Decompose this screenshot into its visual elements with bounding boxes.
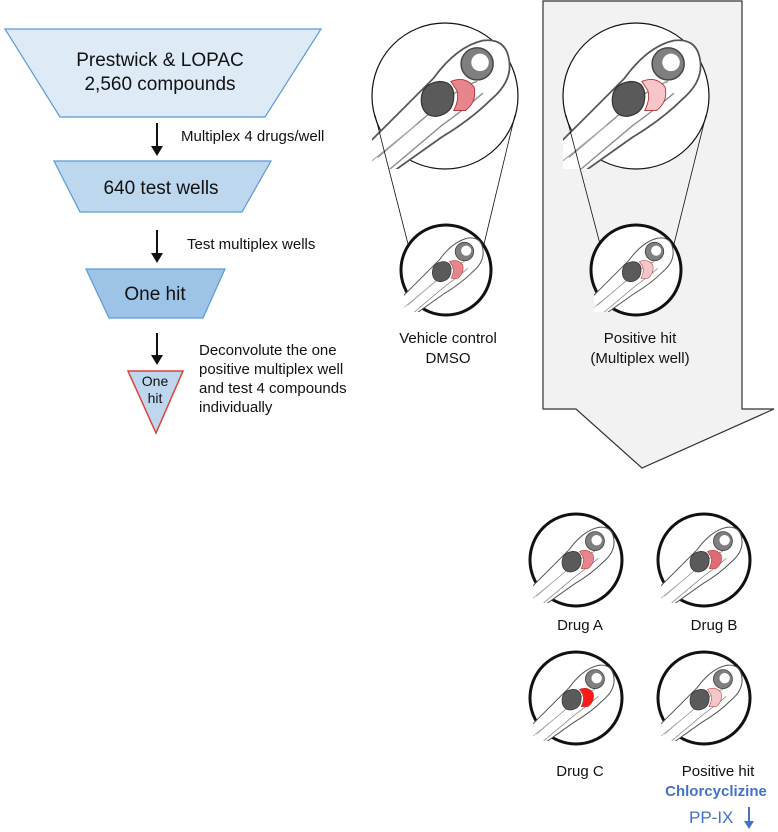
funnel-stage-wells bbox=[53, 160, 273, 213]
step3-line1: Deconvolute the one bbox=[199, 342, 337, 359]
stage1-title: Prestwick & LOPAC bbox=[76, 50, 244, 71]
positive-zoom-line-right bbox=[673, 114, 707, 245]
positive-label-line2: (Multiplex well) bbox=[590, 350, 689, 367]
drug-c-label: Drug C bbox=[556, 763, 604, 780]
vehicle-zoom-line-left bbox=[374, 114, 409, 245]
arrow-head-step1 bbox=[151, 146, 163, 156]
step2-label: Test multiplex wells bbox=[187, 236, 315, 253]
positive-zoom-line-left bbox=[565, 114, 601, 245]
ppix-down-arrow-icon bbox=[744, 821, 754, 829]
vehicle-label-line1: Vehicle control bbox=[399, 330, 497, 347]
step1-label: Multiplex 4 drugs/well bbox=[181, 128, 324, 145]
ppix-label: PP-IX bbox=[689, 808, 733, 827]
arrow-head-step3 bbox=[151, 355, 163, 365]
drug-a-label: Drug A bbox=[557, 617, 603, 634]
positive-label-line1: Positive hit bbox=[604, 330, 677, 347]
vehicle-zoom-line-right bbox=[483, 114, 516, 245]
stage4-line1: One bbox=[142, 373, 169, 389]
drug-b-label: Drug B bbox=[691, 617, 738, 634]
stage2-label: 640 test wells bbox=[103, 178, 218, 199]
funnel-stage-onehit bbox=[85, 268, 226, 319]
step3-line2: positive multiplex well bbox=[199, 361, 343, 378]
stage4-line2: hit bbox=[148, 390, 163, 406]
step3-line4: individually bbox=[199, 399, 273, 416]
vehicle-label-line2: DMSO bbox=[426, 350, 471, 367]
step3-line3: and test 4 compounds bbox=[199, 380, 347, 397]
funnel-final-triangle bbox=[126, 370, 185, 435]
funnel-stage-compounds bbox=[3, 28, 323, 118]
hit-label: Positive hit bbox=[682, 763, 755, 780]
stage3-label: One hit bbox=[124, 284, 186, 305]
stage1-count: 2,560 compounds bbox=[84, 74, 235, 95]
arrow-head-step2 bbox=[151, 253, 163, 263]
hit-compound-name: Chlorcyclizine bbox=[665, 783, 767, 800]
